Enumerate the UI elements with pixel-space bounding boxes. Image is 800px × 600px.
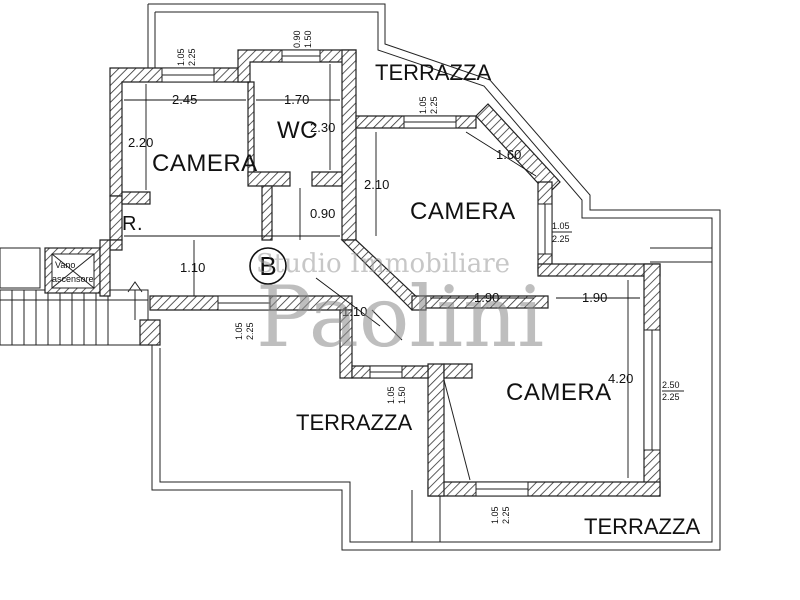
svg-text:1.50: 1.50 [303, 30, 313, 48]
windows [161, 49, 661, 497]
unit-marker: B [249, 247, 287, 285]
svg-text:2.25: 2.25 [429, 96, 439, 114]
opening-label-w5: 1.05 2.25 [234, 322, 255, 340]
elevator-void: Vano ascensore [44, 247, 101, 294]
dim-0-90: 0.90 [310, 206, 335, 221]
svg-text:1.05: 1.05 [418, 96, 428, 114]
svg-text:1.50: 1.50 [397, 386, 407, 404]
dim-1-90-a: 1.90 [474, 290, 499, 305]
opening-label-w6: 1.05 1.50 [386, 386, 407, 404]
svg-text:2.25: 2.25 [501, 506, 511, 524]
dim-2-20: 2.20 [128, 135, 153, 150]
svg-text:2.50: 2.50 [662, 380, 680, 390]
stair [0, 247, 149, 346]
dim-1-10-b: 1.10 [342, 304, 367, 319]
svg-text:2.25: 2.25 [245, 322, 255, 340]
svg-text:1.05: 1.05 [490, 506, 500, 524]
svg-text:1.05: 1.05 [552, 221, 570, 231]
terrace-label-bottom-left: TERRAZZA [296, 410, 412, 435]
terrace-label-top: TERRAZZA [375, 60, 491, 85]
watermark-line-1: Studio Immobiliare [256, 249, 510, 279]
void-label-2: ascensore [52, 274, 94, 284]
dim-2-10: 2.10 [364, 177, 389, 192]
svg-text:1.05: 1.05 [176, 48, 186, 66]
watermark-line-2: Paolini [256, 268, 544, 366]
dim-1-60: 1.60 [496, 147, 521, 162]
opening-label-w2: 0.90 1.50 [292, 30, 313, 48]
opening-label-w1: 1.05 2.25 [176, 48, 197, 66]
dim-4-20: 4.20 [608, 371, 633, 386]
opening-label-w4: 1.05 2.25 [552, 221, 572, 244]
terrace-outline [147, 3, 721, 551]
dim-2-45: 2.45 [172, 92, 197, 107]
svg-text:2.25: 2.25 [552, 234, 570, 244]
room-label-ripostiglio: R. [122, 213, 143, 235]
terrace-label-bottom-right: TERRAZZA [584, 514, 700, 539]
room-label-camera-bottom-right: CAMERA [506, 379, 612, 406]
svg-text:1.05: 1.05 [234, 322, 244, 340]
dim-1-70: 1.70 [284, 92, 309, 107]
walls [99, 49, 661, 497]
opening-label-w7: 2.50 2.25 [662, 380, 684, 402]
dimension-lines [124, 64, 640, 478]
room-label-camera-top-left: CAMERA [152, 150, 258, 177]
dim-2-30: 2.30 [310, 120, 335, 135]
unit-letter: B [259, 251, 276, 281]
svg-text:2.25: 2.25 [187, 48, 197, 66]
dim-1-90-b: 1.90 [582, 290, 607, 305]
svg-text:0.90: 0.90 [292, 30, 302, 48]
opening-label-w8: 1.05 2.25 [490, 506, 511, 524]
void-label: Vano [55, 260, 75, 270]
opening-label-w3: 1.05 2.25 [418, 96, 439, 114]
room-label-camera-center: CAMERA [410, 198, 516, 225]
svg-text:1.05: 1.05 [386, 386, 396, 404]
svg-text:2.25: 2.25 [662, 392, 680, 402]
dim-1-10-a: 1.10 [180, 260, 205, 275]
room-label-wc: WC [277, 117, 318, 144]
